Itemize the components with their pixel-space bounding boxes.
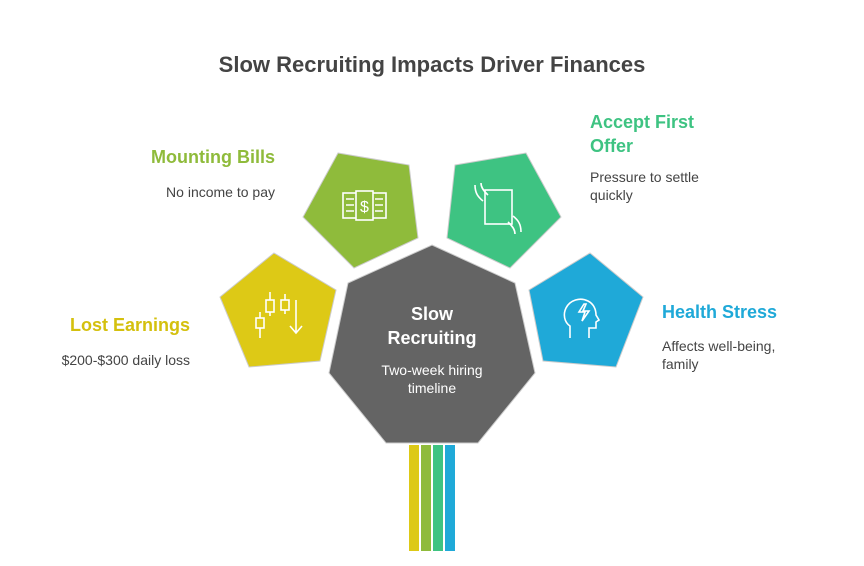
accept-first-offer-title-line2: Offer	[590, 136, 634, 156]
bar-blue	[445, 445, 455, 551]
health-stress-desc-line2: family	[662, 356, 699, 372]
lost-earnings-desc: $200-$300 daily loss	[61, 352, 190, 368]
lost-earnings-title: Lost Earnings	[69, 315, 190, 335]
bar-teal	[433, 445, 443, 551]
health-stress-title: Health Stress	[662, 302, 778, 322]
bar-green	[421, 445, 431, 551]
head-lightning-icon	[563, 298, 601, 338]
diagram-title: Slow Recruiting Impacts Driver Finances	[218, 52, 646, 77]
candlestick-down-icon	[255, 292, 303, 338]
svg-text:$: $	[360, 199, 369, 216]
center-title-line2: Recruiting	[387, 328, 477, 348]
center-heptagon	[328, 244, 536, 444]
accept-first-offer-pentagon	[446, 152, 562, 269]
center-desc-line1: Two-week hiring	[381, 362, 483, 378]
hands-document-icon	[474, 182, 522, 235]
mounting-bills-title: Mounting Bills	[151, 147, 275, 167]
accept-first-offer-desc-line1: Pressure to settle	[590, 169, 699, 185]
bar-yellow	[409, 445, 419, 551]
accept-first-offer-title-line1: Accept First	[590, 112, 695, 132]
center-title-line1: Slow	[410, 304, 453, 324]
center-desc-line2: timeline	[407, 380, 457, 396]
money-bills-icon: $	[342, 190, 387, 221]
accept-first-offer-desc-line2: quickly	[590, 187, 633, 203]
mounting-bills-desc: No income to pay	[166, 184, 275, 200]
lost-earnings-pentagon	[219, 252, 337, 368]
health-stress-pentagon	[528, 252, 644, 368]
health-stress-desc-line1: Affects well-being,	[662, 338, 776, 354]
